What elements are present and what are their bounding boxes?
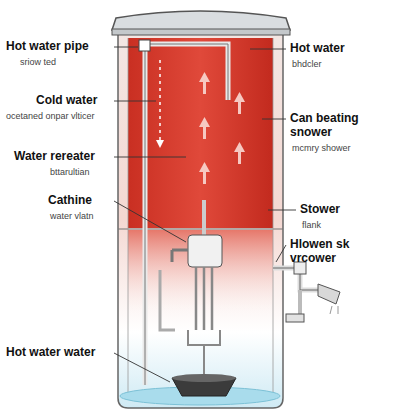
part-note: sriow ted (20, 57, 110, 67)
part-label: Hot water water (6, 346, 112, 360)
part-note: ocetaned onpar vlticer (6, 111, 112, 121)
part-label: Water rereater (14, 150, 110, 164)
part-note: flank (302, 220, 392, 230)
part-note: water vlatn (50, 211, 112, 221)
part-label: Hlowen sk vrcower (290, 238, 396, 266)
part-label: Hot water (290, 42, 396, 56)
part-note: bttarultian (50, 167, 110, 177)
part-note: mcmry shower (292, 143, 392, 153)
part-label: Can beating snower (290, 112, 396, 140)
part-label: Stower (300, 203, 396, 217)
part-label: Cathine (48, 194, 110, 208)
part-note: bhdcler (292, 59, 392, 69)
part-label: Cold water (36, 94, 110, 108)
part-label: Hot water pipe (6, 40, 110, 54)
